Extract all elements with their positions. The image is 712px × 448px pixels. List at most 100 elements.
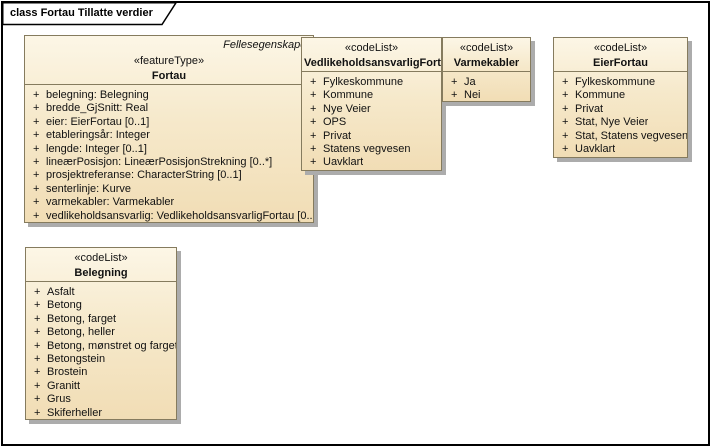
- visibility-marker: +: [310, 116, 317, 129]
- code-row: + Stat, Statens vegvesen: [554, 130, 687, 143]
- attribute-text: senterlinje: Kurve: [46, 182, 131, 195]
- class-box-vedlikeholdsansvarligfortau[interactable]: «codeList» VedlikeholdsansvarligFortau +…: [301, 37, 442, 171]
- visibility-marker: +: [34, 339, 41, 352]
- visibility-marker: +: [34, 379, 41, 392]
- class-header: «codeList» Varmekabler: [443, 38, 530, 71]
- code-text: Nye Veier: [323, 102, 371, 115]
- code-text: Nei: [464, 89, 481, 102]
- visibility-marker: +: [562, 76, 569, 88]
- code-text: Stat, Statens vegvesen: [575, 129, 687, 142]
- code-row: + Kommune: [302, 89, 441, 102]
- stereotype-label: «codeList»: [459, 42, 514, 54]
- attribute-row: + prosjektreferanse: CharacterString [0.…: [25, 169, 313, 182]
- visibility-marker: +: [310, 102, 317, 115]
- visibility-marker: +: [33, 142, 40, 155]
- code-text: Betong, farget: [47, 312, 117, 325]
- code-row: + Betong, mønstret og farget: [26, 340, 176, 353]
- class-header: «codeList» Belegning: [26, 248, 176, 281]
- code-row: + Asfalt: [26, 286, 176, 299]
- code-list: + Asfalt + Betong + Betong, farget + Bet…: [26, 281, 176, 420]
- visibility-marker: +: [562, 102, 569, 115]
- visibility-marker: +: [562, 142, 569, 155]
- code-row: + Nye Veier: [302, 103, 441, 116]
- code-text: Privat: [575, 102, 604, 115]
- visibility-marker: +: [310, 129, 317, 142]
- code-text: Fylkeskommune: [575, 76, 656, 88]
- code-row: + Granitt: [26, 380, 176, 393]
- attribute-row: + senterlinje: Kurve: [25, 183, 313, 196]
- code-row: + Fylkeskommune: [554, 76, 687, 89]
- visibility-marker: +: [562, 89, 569, 102]
- visibility-marker: +: [33, 169, 40, 182]
- attribute-text: lengde: Integer [0..1]: [46, 142, 147, 155]
- code-text: Kommune: [323, 89, 374, 102]
- visibility-marker: +: [562, 116, 569, 129]
- visibility-marker: +: [34, 352, 41, 365]
- visibility-marker: +: [33, 155, 40, 168]
- visibility-marker: +: [310, 89, 317, 102]
- code-row: + Uavklart: [302, 156, 441, 169]
- class-box-varmekabler[interactable]: «codeList» Varmekabler + Ja + Nei: [442, 37, 531, 102]
- visibility-marker: +: [34, 326, 41, 339]
- code-row: + Privat: [302, 130, 441, 143]
- code-row: + Betong, heller: [26, 326, 176, 339]
- attribute-row: + lineærPosisjon: LineærPosisjonStreknin…: [25, 156, 313, 169]
- code-text: Asfalt: [47, 286, 75, 298]
- code-list: + Fylkeskommune + Kommune + Nye Veier + …: [302, 71, 441, 170]
- code-text: Uavklart: [575, 142, 616, 155]
- visibility-marker: +: [34, 312, 41, 325]
- code-row: + Uavklart: [554, 143, 687, 156]
- code-text: Kommune: [575, 89, 626, 102]
- class-box-belegning[interactable]: «codeList» Belegning + Asfalt + Betong +…: [25, 247, 177, 420]
- visibility-marker: +: [33, 89, 40, 101]
- attribute-row: + lengde: Integer [0..1]: [25, 143, 313, 156]
- attribute-text: varmekabler: Varmekabler: [46, 196, 175, 209]
- code-row: + Betong, farget: [26, 313, 176, 326]
- code-text: Statens vegvesen: [323, 142, 411, 155]
- visibility-marker: +: [451, 76, 458, 88]
- code-row: + Statens vegvesen: [302, 143, 441, 156]
- code-text: Stat, Nye Veier: [575, 116, 649, 129]
- visibility-marker: +: [33, 182, 40, 195]
- visibility-marker: +: [451, 89, 458, 102]
- class-name: Fortau: [151, 70, 187, 82]
- class-header: «codeList» EierFortau: [554, 38, 687, 71]
- attribute-text: etableringsår: Integer: [46, 129, 150, 142]
- attribute-text: bredde_GjSnitt: Real: [46, 102, 149, 115]
- attribute-row: + belegning: Belegning: [25, 89, 313, 102]
- code-row: + Stat, Nye Veier: [554, 116, 687, 129]
- class-name: VedlikeholdsansvarligFortau: [304, 57, 441, 69]
- code-text: Skiferheller: [47, 406, 103, 419]
- code-text: OPS: [323, 116, 347, 129]
- code-row: + Fylkeskommune: [302, 76, 441, 89]
- visibility-marker: +: [562, 129, 569, 142]
- attribute-row: + varmekabler: Varmekabler: [25, 196, 313, 209]
- attribute-text: eier: EierFortau [0..1]: [46, 115, 150, 128]
- code-text: Privat: [323, 129, 352, 142]
- code-text: Grus: [47, 393, 71, 406]
- frame-title: class Fortau Tillatte verdier: [10, 7, 153, 19]
- attribute-list: + belegning: Belegning + bredde_GjSnitt:…: [25, 84, 313, 223]
- visibility-marker: +: [33, 102, 40, 115]
- visibility-marker: +: [310, 156, 317, 169]
- code-row: + Brostein: [26, 366, 176, 379]
- code-text: Granitt: [47, 379, 81, 392]
- code-row: + Skiferheller: [26, 407, 176, 420]
- frame-tab-shape-icon: [2, 2, 178, 26]
- attribute-row: + bredde_GjSnitt: Real: [25, 102, 313, 115]
- code-row: + Ja: [443, 76, 530, 89]
- visibility-marker: +: [33, 209, 40, 222]
- code-text: Fylkeskommune: [323, 76, 404, 88]
- visibility-marker: +: [33, 115, 40, 128]
- code-row: + Kommune: [554, 89, 687, 102]
- code-row: + Grus: [26, 393, 176, 406]
- code-row: + Nei: [443, 89, 530, 102]
- class-header: Fellesegenskaper «featureType» Fortau: [25, 36, 313, 84]
- visibility-marker: +: [34, 406, 41, 419]
- code-text: Brostein: [47, 366, 88, 379]
- stereotype-label: «codeList»: [593, 42, 648, 54]
- class-box-fortau[interactable]: Fellesegenskaper «featureType» Fortau + …: [24, 35, 314, 223]
- code-text: Betong, heller: [47, 326, 115, 339]
- class-box-eierfortau[interactable]: «codeList» EierFortau + Fylkeskommune + …: [553, 37, 688, 158]
- class-name: EierFortau: [592, 57, 648, 69]
